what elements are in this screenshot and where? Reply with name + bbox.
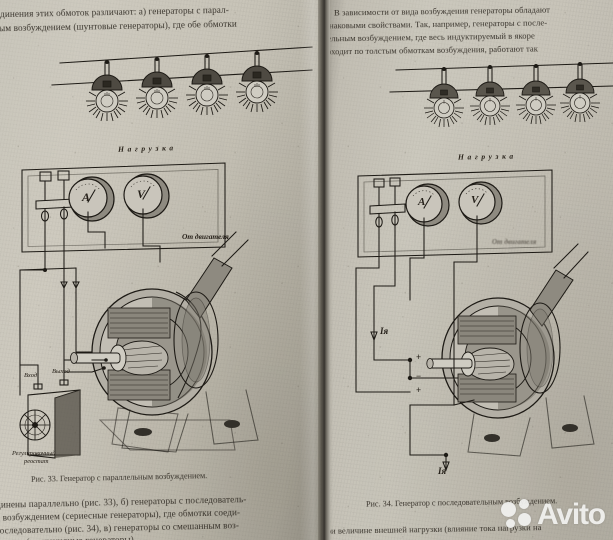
voltmeter-symbol-right: V — [471, 194, 479, 206]
avito-dot-3 — [506, 519, 515, 528]
right-load-label: Нагрузка — [457, 151, 517, 162]
figure-34-schematic — [355, 62, 613, 472]
voltmeter-symbol: V — [137, 187, 146, 201]
ammeter-symbol: A — [82, 190, 91, 204]
current-label-bottom: Iя — [438, 466, 447, 476]
terminal-out-label: Выход — [52, 368, 70, 375]
ammeter-gauge — [68, 176, 115, 222]
right-page: В зависимости от вида возбуждения генера… — [330, 0, 613, 540]
terminal-plus-1: + — [416, 352, 422, 362]
figure-33-schematic — [19, 46, 313, 459]
avito-watermark: Avito — [499, 496, 611, 538]
terminal-minus-1: − — [416, 371, 422, 381]
page-gutter-highlight — [300, 0, 322, 540]
voltmeter-gauge — [123, 173, 170, 219]
generator-illustration-right — [426, 261, 595, 457]
ammeter-gauge-right — [405, 183, 450, 227]
voltmeter-gauge-right — [458, 181, 503, 225]
rheostat-label-2: реостат — [24, 458, 49, 465]
ammeter-symbol-right: A — [418, 196, 426, 208]
avito-wordmark: Avito — [537, 498, 606, 531]
avito-dot-2 — [519, 499, 529, 509]
avito-dot-4 — [518, 513, 531, 526]
terminal-plus-2: + — [416, 385, 422, 395]
terminal-in-label: Вход — [24, 372, 38, 379]
generator-illustration — [70, 257, 259, 453]
left-page: единения этих обмоток различают: а) гене… — [0, 0, 322, 540]
rheostat-label-1: Регулировочный — [12, 450, 56, 457]
lamp-group — [86, 65, 278, 122]
current-label-top: Iя — [380, 326, 389, 336]
page-gutter-shadow — [318, 0, 333, 540]
lamp-group-right — [424, 78, 600, 128]
avito-dot-1 — [501, 502, 516, 517]
left-drive-label: От двигателя — [182, 232, 229, 241]
right-drive-label: От двигателя — [492, 238, 537, 246]
left-load-label: Нагрузка — [117, 143, 177, 154]
